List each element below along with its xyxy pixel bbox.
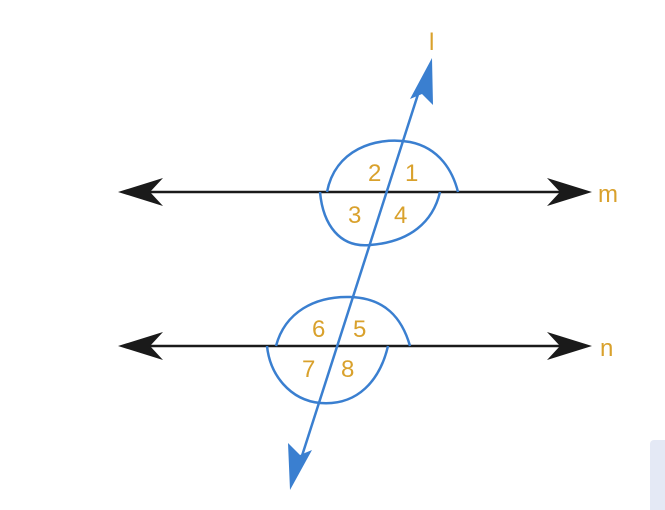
angle-label-5: 5 (353, 316, 366, 343)
angle-arcs (265, 139, 460, 405)
line-n (118, 332, 592, 360)
line-n-right-arrow-icon (547, 332, 592, 360)
arc-angles-3-4 (318, 191, 442, 247)
transversal-l (288, 58, 433, 490)
transversal-bottom-arrow-icon (288, 443, 312, 490)
arc-angles-5-6 (274, 295, 412, 347)
label-line-n: n (600, 335, 613, 362)
arc-angles-1-2 (325, 139, 460, 193)
angle-label-2: 2 (368, 160, 381, 187)
line-m-right-arrow-icon (547, 178, 592, 206)
line-n-left-arrow-icon (118, 332, 163, 360)
line-m (118, 178, 592, 206)
angle-label-6: 6 (312, 316, 325, 343)
angle-label-3: 3 (348, 202, 361, 229)
angle-label-1: 1 (405, 160, 418, 187)
line-m-left-arrow-icon (118, 178, 163, 206)
label-line-l: l (429, 29, 434, 56)
angle-label-4: 4 (394, 202, 407, 229)
corner-tab[interactable] (650, 440, 665, 510)
label-line-m: m (598, 181, 618, 208)
angle-label-7: 7 (302, 356, 315, 383)
transversal-top-arrow-icon (410, 58, 433, 105)
angle-label-8: 8 (341, 356, 354, 383)
